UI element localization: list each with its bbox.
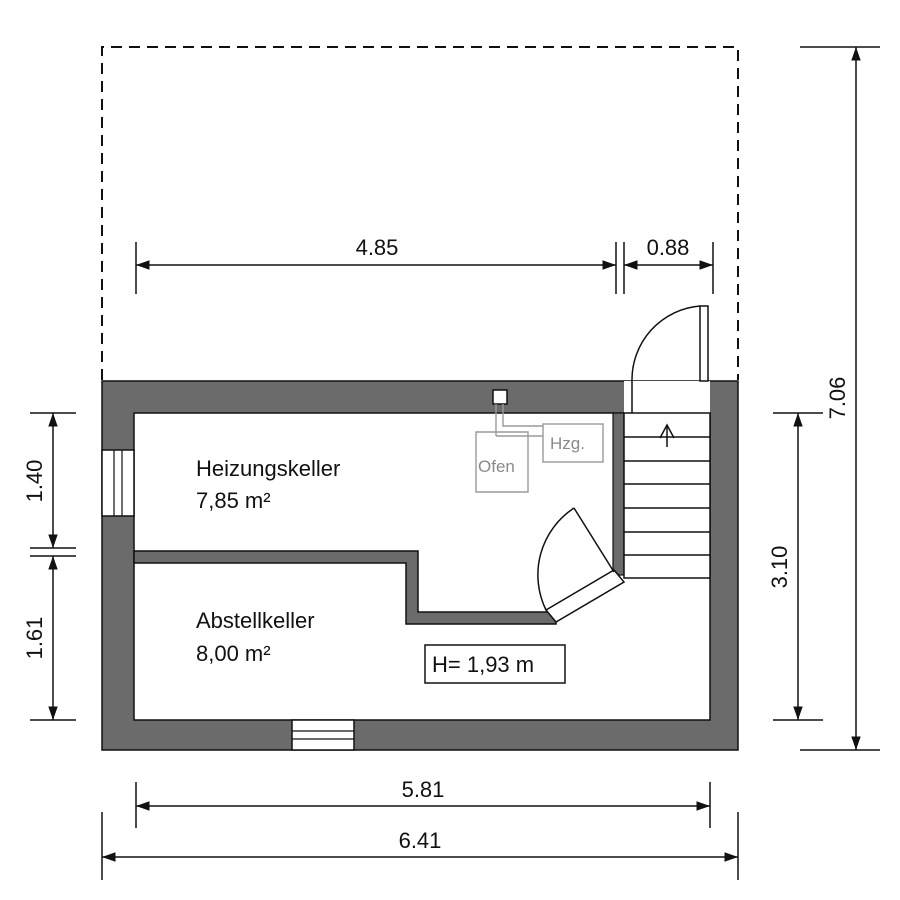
- stair-partition-wall: [612, 412, 625, 576]
- interior-wall: [133, 550, 557, 625]
- height-label-box: [424, 644, 566, 684]
- room-abstellkeller-area: 8,00 m²: [196, 641, 271, 666]
- window-left: [101, 449, 135, 517]
- entrance-door: [631, 305, 709, 413]
- window-bottom: [291, 719, 355, 751]
- room-heizungskeller-area: 7,85 m²: [196, 488, 271, 513]
- dim-bottom-outer: 6.41: [399, 828, 442, 853]
- chimney-icon: [492, 389, 508, 405]
- exterior-walls: [101, 380, 739, 751]
- heating-label: Hzg.: [550, 434, 585, 453]
- height-label: H= 1,93 m: [432, 652, 534, 677]
- dim-top-left: 4.85: [356, 235, 399, 260]
- dim-top-right: 0.88: [647, 235, 690, 260]
- dashed-building-outline: [101, 46, 739, 380]
- dim-right-inner: 3.10: [767, 546, 792, 589]
- dim-left-upper: 1.40: [22, 460, 47, 503]
- room-abstellkeller-name: Abstellkeller: [196, 608, 315, 633]
- dim-left-lower: 1.61: [22, 617, 47, 660]
- dim-right-outer: 7.06: [825, 377, 850, 420]
- heating-equipment: Hzg. Ofen: [475, 389, 604, 493]
- dim-bottom-inner: 5.81: [402, 777, 445, 802]
- staircase: [623, 412, 711, 579]
- interior-door: [537, 507, 626, 623]
- oven-label: Ofen: [478, 457, 515, 476]
- stair-opening: [624, 381, 710, 413]
- room-heizungskeller-name: Heizungskeller: [196, 456, 340, 481]
